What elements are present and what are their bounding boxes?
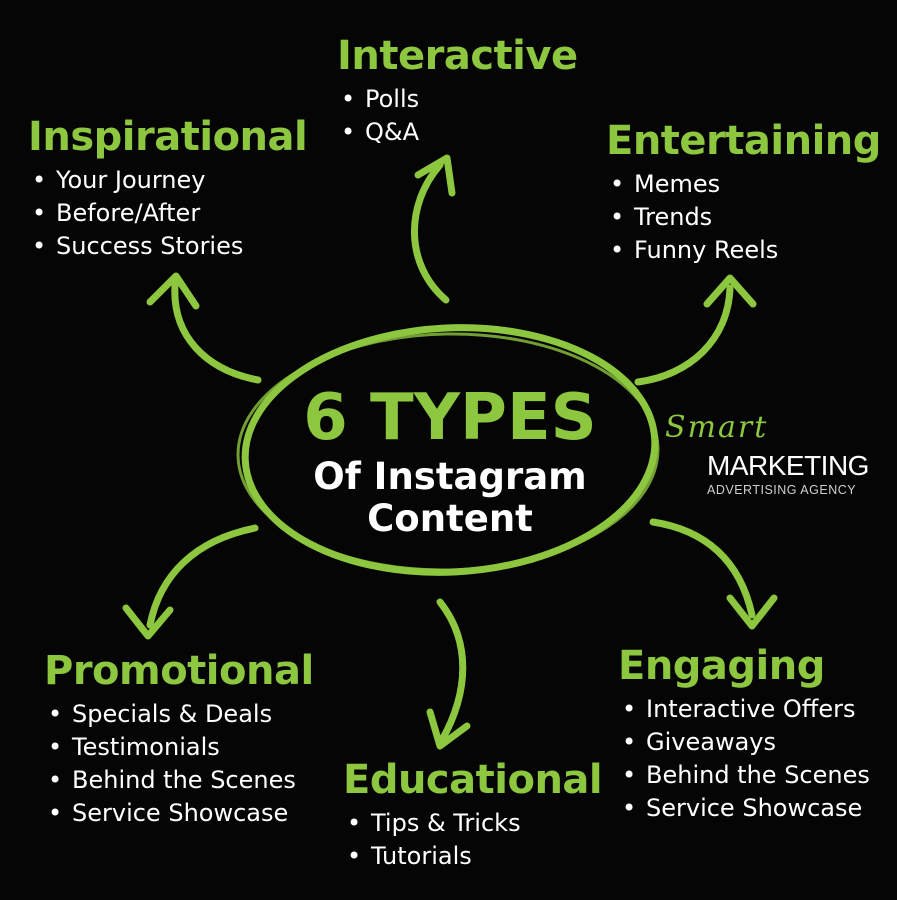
arrow-engaging [649,518,756,619]
center-ellipse [241,324,659,576]
list-item: Tips & Tricks [343,807,602,840]
type-promotional: Promotional Specials & Deals Testimonial… [44,648,314,830]
type-educational-title: Educational [343,757,603,803]
center-subline-1: Of Instagram [313,455,587,498]
type-entertaining-title: Entertaining [606,118,881,164]
type-interactive-title: Interactive [337,33,578,79]
arrow-entertaining [634,284,734,386]
arrowhead-entertaining [703,274,757,308]
type-educational-list: Tips & Tricks Tutorials [343,807,602,873]
type-interactive: Interactive Polls Q&A [337,33,578,149]
arrow-inspirational [171,281,262,384]
list-item: Before/After [28,197,307,230]
type-promotional-title: Promotional [44,648,314,694]
list-item: Testimonials [44,731,314,764]
type-promotional-list: Specials & Deals Testimonials Behind the… [44,698,314,830]
center-subline-2: Content [367,497,533,540]
center-headline: 6 TYPES [303,381,597,455]
type-educational: Educational Tips & Tricks Tutorials [343,757,603,873]
arrowhead-interactive [414,154,456,197]
list-item: Behind the Scenes [44,764,314,797]
logo-script: Smart [665,410,769,445]
type-engaging: Engaging Interactive Offers Giveaways Be… [618,643,870,825]
arrow-promotional [146,524,259,629]
arrowhead-promotional [122,604,174,640]
list-item: Interactive Offers [618,693,870,726]
list-item: Behind the Scenes [618,759,870,792]
list-item: Service Showcase [44,797,314,830]
type-engaging-list: Interactive Offers Giveaways Behind the … [618,693,870,825]
list-item: Giveaways [618,726,870,759]
list-item: Tutorials [343,840,602,873]
logo-wordmark: MARKETING [707,450,869,481]
type-entertaining: Entertaining Memes Trends Funny Reels [606,118,881,267]
agency-logo: Smart MARKETING ADVERTISING AGENCY [665,410,885,500]
list-item: Funny Reels [606,234,881,267]
center-ellipse-sketch [236,332,660,572]
center-title: 6 TYPES Of Instagram Content [270,380,630,540]
arrow-interactive [410,161,450,304]
arrowhead-engaging [726,594,778,630]
type-inspirational-title: Inspirational [28,114,308,160]
type-entertaining-list: Memes Trends Funny Reels [606,168,881,267]
list-item: Q&A [337,116,578,149]
arrowhead-educational [426,708,471,750]
type-inspirational-list: Your Journey Before/After Success Storie… [28,164,307,263]
type-engaging-title: Engaging [618,643,825,689]
list-item: Specials & Deals [44,698,314,731]
list-item: Trends [606,201,881,234]
type-inspirational: Inspirational Your Journey Before/After … [28,114,308,263]
arrowhead-inspirational [146,272,200,310]
logo-tagline: ADVERTISING AGENCY [707,483,857,497]
list-item: Success Stories [28,230,307,263]
list-item: Your Journey [28,164,307,197]
type-interactive-list: Polls Q&A [337,83,578,149]
arrow-educational [436,598,467,744]
list-item: Service Showcase [618,792,870,825]
list-item: Memes [606,168,881,201]
list-item: Polls [337,83,578,116]
